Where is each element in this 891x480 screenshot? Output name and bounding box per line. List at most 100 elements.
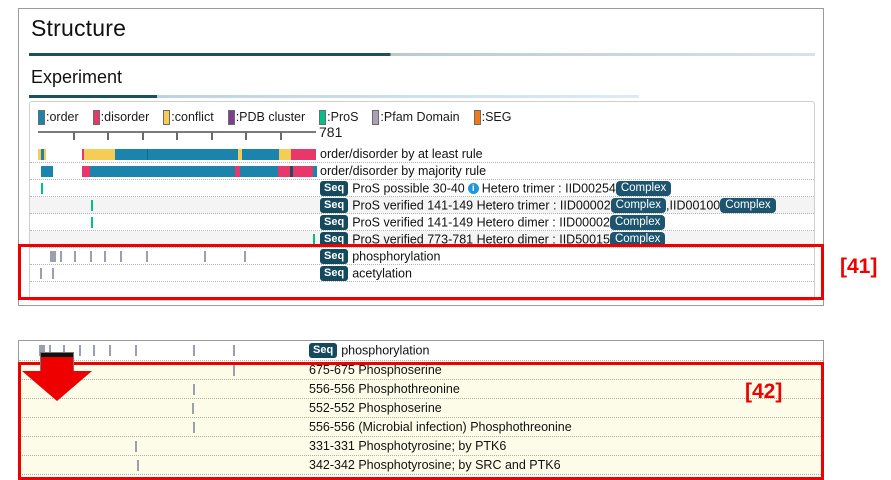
detail-site-tick (137, 460, 139, 471)
seq-badge[interactable]: Seq (309, 343, 338, 359)
legend-item-disorder: :disorder (92, 109, 149, 125)
detail-row[interactable]: 675-675 Phosphoserine (19, 361, 823, 380)
legend-swatch-icon (473, 109, 481, 125)
detail-site-tick (193, 422, 195, 433)
complex-badge[interactable]: Complex (609, 215, 666, 231)
detail-header-text: phosphorylation (341, 343, 430, 358)
track-segment (278, 166, 290, 177)
pros-track-bar (38, 214, 316, 231)
arrow-shaft-cap (41, 353, 73, 357)
track-segment (38, 149, 41, 160)
track-bar[interactable] (38, 163, 317, 180)
detail-header-tick (79, 345, 81, 356)
seq-badge[interactable]: Seq (320, 215, 349, 231)
track-card: :order:disorder:conflict:PDB cluster:Pro… (29, 101, 815, 301)
legend-label: :conflict (171, 110, 214, 124)
ptm-site-tick (244, 251, 246, 262)
ptm-site-tick (120, 251, 122, 262)
track-segment (90, 166, 235, 177)
detail-row[interactable]: 552-552 Phosphoserine (19, 399, 823, 418)
pros-track-bar (38, 180, 316, 197)
seq-badge[interactable]: Seq (320, 266, 349, 282)
detail-header-tick (135, 345, 137, 356)
legend-swatch-icon (163, 109, 171, 125)
complex-badge[interactable]: Complex (615, 181, 672, 197)
track-row-order-disorder-majority[interactable]: order/disorder by majority rule (30, 163, 814, 180)
track-row-label: order/disorder by at least rule (320, 147, 483, 161)
track-segment (41, 149, 44, 160)
seq-badge[interactable]: Seq (320, 198, 349, 214)
pros-text-after: Hetero trimer : IID00254 (481, 181, 616, 196)
ruler-max-label: 781 (319, 124, 343, 140)
detail-header-tick (43, 345, 45, 356)
track-segment (147, 149, 148, 160)
track-segment (115, 149, 147, 160)
seq-badge[interactable]: Seq (320, 232, 349, 248)
legend: :order:disorder:conflict:PDB cluster:Pro… (38, 106, 512, 128)
legend-item-order: :order (38, 109, 79, 125)
track-row-label: order/disorder by majority rule (320, 164, 487, 178)
detail-row[interactable]: 342-342 Phosphotyrosine; by SRC and PTK6 (19, 456, 823, 475)
ptm-site-tick (54, 251, 56, 262)
ptm-site-tick (204, 251, 206, 262)
pros-text: ProS verified 141-149 Hetero dimer : IID… (352, 215, 610, 230)
info-icon[interactable]: i (467, 183, 479, 195)
ptm-site-tick (60, 251, 62, 262)
track-segment (148, 149, 238, 160)
legend-swatch-icon (227, 109, 235, 125)
detail-row-label: 552-552 Phosphoserine (309, 401, 442, 415)
detail-row[interactable]: 556-556 (Microbial infection) Phosphothr… (19, 418, 823, 437)
seq-badge[interactable]: Seq (320, 181, 349, 197)
pros-track-bar (38, 197, 316, 214)
ptm-site-tick (52, 251, 54, 262)
detail-row-label: 342-342 Phosphotyrosine; by SRC and PTK6 (309, 458, 561, 472)
annotation-tag-42: [42] (745, 380, 783, 403)
detail-row[interactable]: 331-331 Phosphotyrosine; by PTK6 (19, 437, 823, 456)
legend-label: :Pfam Domain (380, 110, 460, 124)
complex-badge[interactable]: Complex (610, 198, 667, 214)
detail-row[interactable]: 556-556 Phosphothreonine (19, 380, 823, 399)
sequence-ruler: 781 (38, 124, 808, 142)
red-arrow-annotation (22, 352, 94, 402)
legend-swatch-icon (319, 109, 327, 125)
detail-site-tick (192, 403, 194, 414)
detail-header-tick (41, 345, 43, 356)
annotation-tag-41: [41] (840, 255, 878, 278)
complex-badge[interactable]: Complex (609, 232, 666, 248)
track-segment (82, 149, 84, 160)
track-bar[interactable] (38, 146, 316, 163)
pros-feature-tick (313, 234, 315, 245)
ruler-tick (72, 132, 75, 140)
pros-text: ProS verified 773-781 Hetero dimer : IID… (352, 232, 610, 247)
track-row-order-disorder-at-least[interactable]: order/disorder by at least rule (30, 146, 814, 163)
track-segment (44, 149, 46, 160)
seq-badge[interactable]: Seq (320, 249, 349, 265)
detail-row-label: 556-556 Phosphothreonine (309, 382, 460, 396)
legend-label: :PDB cluster (235, 110, 306, 124)
ruler-tick (176, 132, 178, 140)
detail-header-tick (233, 345, 235, 356)
ruler-tick (141, 132, 144, 140)
complex-badge[interactable]: Complex (720, 198, 776, 214)
detail-row-label: 556-556 (Microbial infection) Phosphothr… (309, 420, 572, 434)
track-segment (41, 166, 53, 177)
structure-divider (29, 53, 815, 56)
track-segment (242, 149, 279, 160)
ptm-site-tick (50, 251, 52, 262)
arrow-head (22, 371, 92, 401)
detail-row-label: 331-331 Phosphotyrosine; by PTK6 (309, 439, 507, 453)
ruler-tick (210, 132, 213, 140)
pros-feature-tick (41, 183, 43, 194)
ruler-tick (279, 132, 282, 140)
pros-feature-tick (91, 217, 93, 228)
